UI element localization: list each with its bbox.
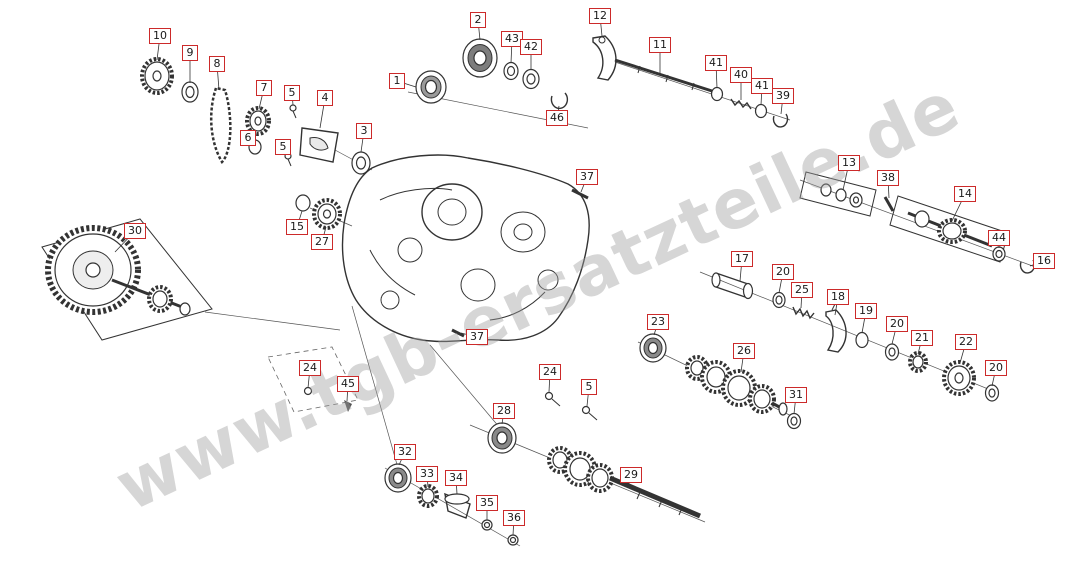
callout-30: 30 (124, 223, 146, 239)
callout-10: 10 (149, 28, 171, 44)
cam-chain (210, 86, 232, 165)
index-plate-group (799, 171, 895, 217)
mainshaft-group (487, 422, 701, 519)
cam-chain-drive-group (140, 57, 371, 175)
kickstart-shaft-group (889, 195, 1036, 274)
callout-28: 28 (493, 403, 515, 419)
callout-5: 5 (275, 139, 291, 155)
callout-18: 18 (827, 289, 849, 305)
callout-22: 22 (955, 334, 977, 350)
callout-17: 17 (731, 251, 753, 267)
callout-38: 38 (877, 170, 899, 186)
shift-shaft-group (711, 272, 1000, 402)
callout-20: 20 (772, 264, 794, 280)
callout-29: 29 (620, 467, 642, 483)
countershaft-group (639, 333, 802, 430)
callout-11: 11 (649, 37, 671, 53)
oil-pump-gear-group (295, 194, 342, 230)
callout-5: 5 (284, 85, 300, 101)
callout-20: 20 (985, 360, 1007, 376)
callout-37: 37 (576, 169, 598, 185)
callout-45: 45 (337, 376, 359, 392)
callout-4: 4 (317, 90, 333, 106)
fastener-group (544, 391, 598, 421)
callout-27: 27 (311, 234, 333, 250)
callout-44: 44 (988, 230, 1010, 246)
main-bearing-group (415, 38, 569, 110)
callout-3: 3 (356, 123, 372, 139)
callout-15: 15 (286, 219, 308, 235)
callout-35: 35 (476, 495, 498, 511)
callout-26: 26 (733, 343, 755, 359)
callout-6: 6 (240, 130, 256, 146)
callout-9: 9 (182, 45, 198, 61)
callout-1: 1 (389, 73, 405, 89)
callout-2: 2 (470, 12, 486, 28)
callout-20: 20 (886, 316, 908, 332)
callout-13: 13 (838, 155, 860, 171)
callout-21: 21 (911, 330, 933, 346)
callout-5: 5 (581, 379, 597, 395)
callout-7: 7 (256, 80, 272, 96)
callout-24: 24 (299, 360, 321, 376)
callout-39: 39 (772, 88, 794, 104)
callout-43: 43 (501, 31, 523, 47)
callout-41: 41 (705, 55, 727, 71)
callout-40: 40 (730, 67, 752, 83)
callout-24: 24 (539, 364, 561, 380)
callout-14: 14 (954, 186, 976, 202)
callout-12: 12 (589, 8, 611, 24)
callout-36: 36 (503, 510, 525, 526)
callout-41: 41 (751, 78, 773, 94)
stud-37-top (571, 188, 589, 200)
callout-23: 23 (647, 314, 669, 330)
stud-37-bottom (451, 328, 465, 338)
callout-42: 42 (520, 39, 542, 55)
callout-19: 19 (855, 303, 877, 319)
callout-31: 31 (785, 387, 807, 403)
callout-34: 34 (445, 470, 467, 486)
crankcase-body (341, 154, 590, 343)
shift-fork-rod-group (592, 35, 789, 128)
callout-8: 8 (209, 56, 225, 72)
primary-drive-gear-group (41, 218, 213, 341)
callout-46: 46 (546, 110, 568, 126)
callout-37: 37 (466, 329, 488, 345)
callout-16: 16 (1033, 253, 1055, 269)
callout-32: 32 (394, 444, 416, 460)
callout-33: 33 (416, 466, 438, 482)
dowel-group (267, 346, 359, 413)
callout-25: 25 (791, 282, 813, 298)
